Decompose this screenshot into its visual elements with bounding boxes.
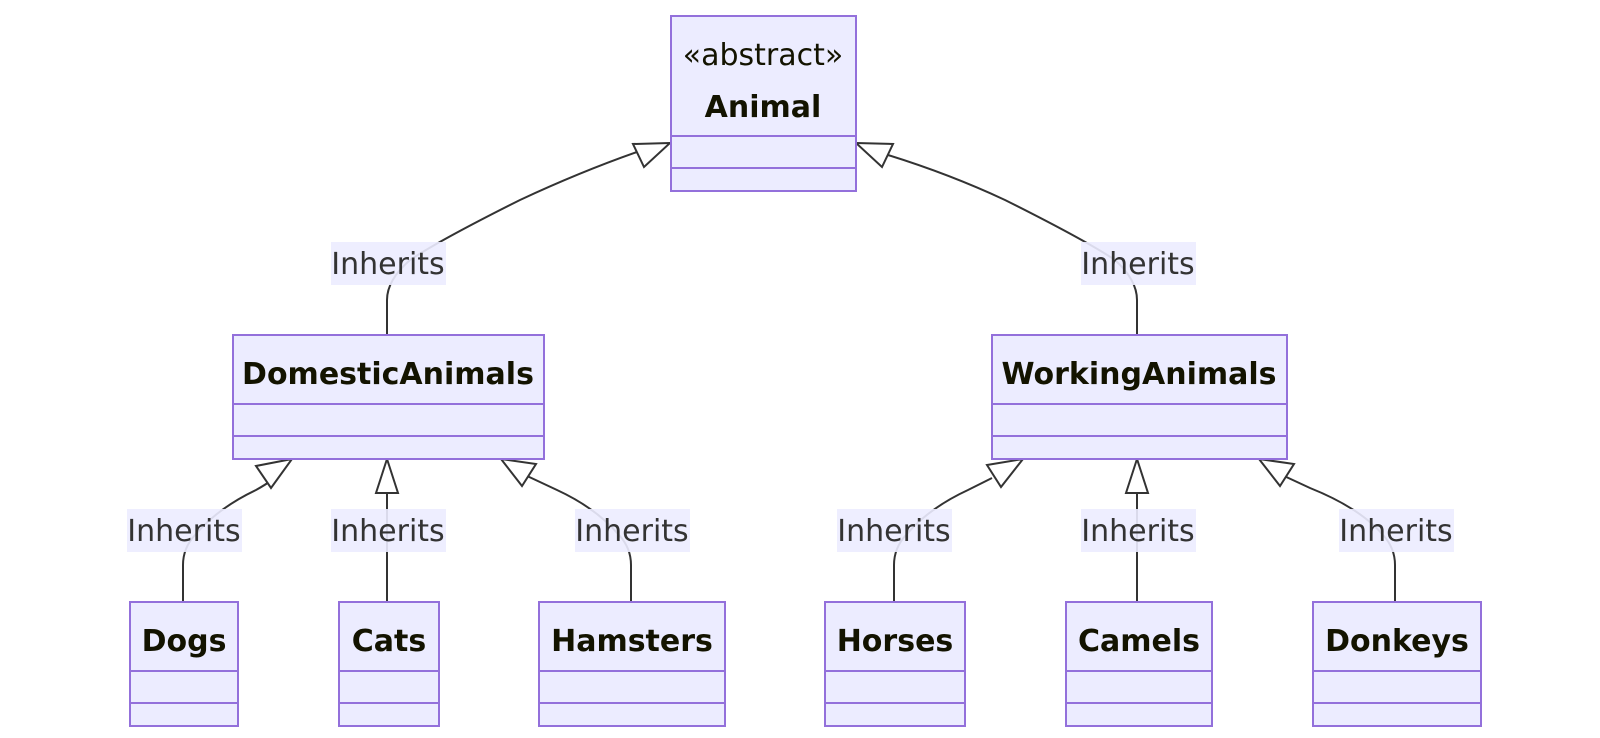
class-name: Camels	[1078, 624, 1200, 659]
class-name: Animal	[705, 90, 822, 125]
class-name: WorkingAnimals	[1002, 357, 1277, 392]
class-name: DomesticAnimals	[242, 357, 534, 392]
arrowheads	[254, 141, 1296, 494]
inheritance-arrowhead	[374, 455, 400, 494]
class-working-animals[interactable]: WorkingAnimals	[991, 334, 1288, 460]
edge-label-text: Inherits	[127, 514, 240, 549]
edge-label: Inherits	[1081, 242, 1196, 285]
inheritance-arrowhead	[985, 457, 1026, 489]
class-cats[interactable]: Cats	[338, 601, 440, 727]
class-stereotype: «abstract»	[683, 38, 844, 73]
edge-label-text: Inherits	[1339, 514, 1452, 549]
inheritance-arrowhead	[1256, 457, 1296, 488]
edge-label: Inherits	[331, 509, 446, 552]
inheritance-arrowhead	[1124, 455, 1150, 494]
edge-label: Inherits	[1339, 509, 1454, 552]
edge-label-text: Inherits	[331, 247, 444, 282]
edge-labels: Inherits Inherits Inherits Inherits Inhe…	[127, 242, 1454, 552]
edge-label: Inherits	[127, 509, 242, 552]
inheritance-arrowhead	[631, 141, 673, 169]
class-name: Donkeys	[1325, 624, 1469, 659]
class-name: Cats	[352, 624, 426, 659]
class-name: Horses	[837, 624, 954, 659]
class-domestic-animals[interactable]: DomesticAnimals	[232, 334, 545, 460]
class-animal[interactable]: «abstract» Animal	[670, 15, 857, 192]
edge-label-text: Inherits	[1081, 247, 1194, 282]
inheritance-arrowhead	[853, 141, 895, 169]
class-dogs[interactable]: Dogs	[129, 601, 239, 727]
class-hamsters[interactable]: Hamsters	[538, 601, 726, 727]
inheritance-arrowhead	[498, 457, 538, 488]
class-horses[interactable]: Horses	[824, 601, 966, 727]
edge-label: Inherits	[1081, 509, 1196, 552]
class-name: Hamsters	[551, 624, 713, 659]
edge-label-text: Inherits	[331, 514, 444, 549]
edge-label: Inherits	[575, 509, 690, 552]
class-camels[interactable]: Camels	[1065, 601, 1213, 727]
inheritance-arrowhead	[254, 457, 295, 490]
edge-label: Inherits	[837, 509, 952, 552]
edge-label-text: Inherits	[575, 514, 688, 549]
class-donkeys[interactable]: Donkeys	[1312, 601, 1482, 727]
edge-label-text: Inherits	[837, 514, 950, 549]
edge-label: Inherits	[331, 242, 446, 285]
class-name: Dogs	[142, 624, 227, 659]
edge-label-text: Inherits	[1081, 514, 1194, 549]
